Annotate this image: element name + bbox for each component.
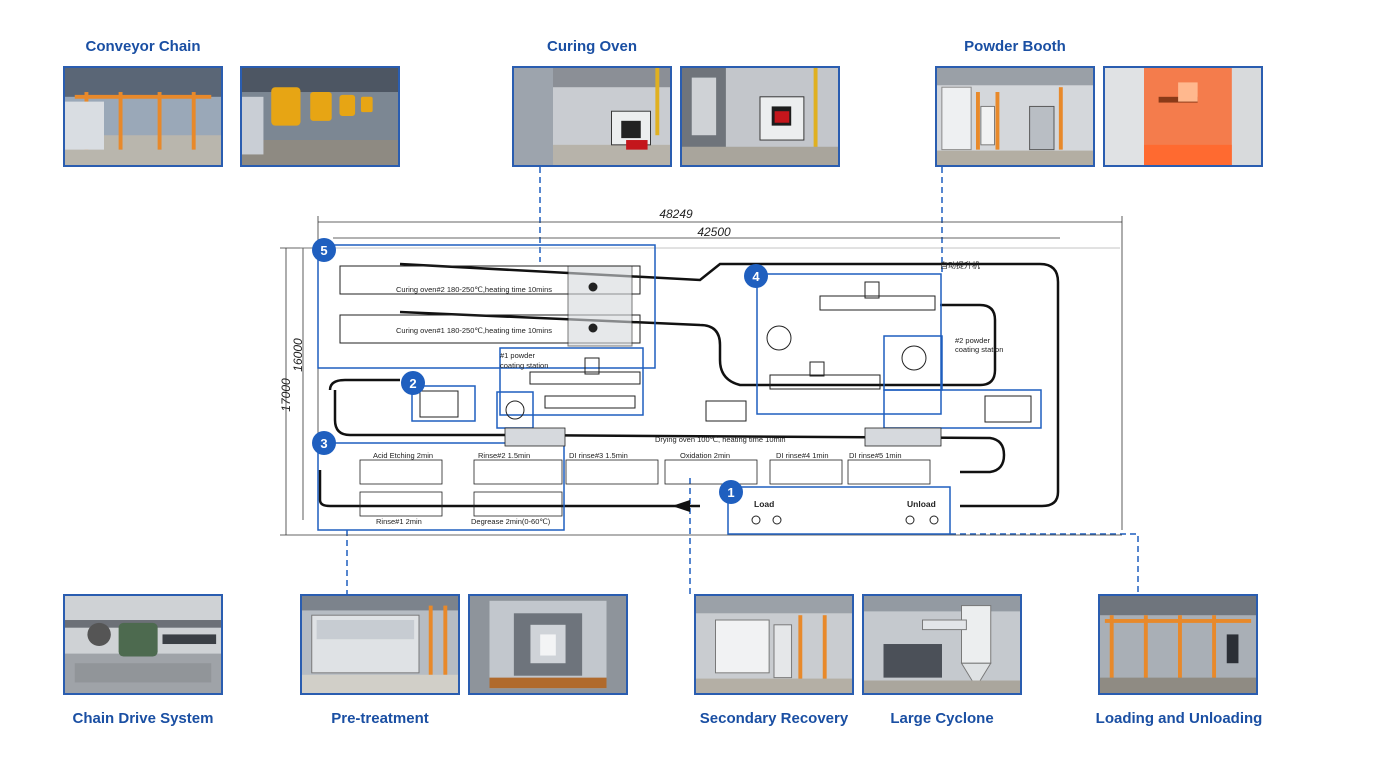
dimension-overall-length: 48249 [659,207,693,221]
drying-oven-label: Drying oven 100℃, heating time 10min [655,435,786,444]
conveyor-chain-photo-1 [63,66,223,167]
section-boxes [317,244,1042,535]
badge-3: 3 [312,431,336,455]
flow-arrow [672,500,690,512]
conveyor-chain-photo-2 [240,66,400,167]
curing-ovens [339,265,641,347]
dimension-inner-height: 16000 [291,338,305,372]
svg-text:4: 4 [752,269,760,284]
powder-station-1-label-line2: coating station [500,361,548,370]
rinse-1-label: Rinse#1 2min [376,517,422,526]
badge-4: 4 [744,264,768,288]
badge-2: 2 [401,371,425,395]
caption-conveyor-chain: Conveyor Chain [85,38,201,55]
curing-oven-2-label: Curing oven#2 180-250℃,heating time 10mi… [396,285,552,294]
curing-oven-1-label: Curing oven#1 180-250℃,heating time 10mi… [396,326,552,335]
load-unload-hangers [751,515,939,525]
dimension-inner-length: 42500 [697,225,731,239]
lift-note: 自动提升机 [940,260,980,270]
caption-chain-drive-system: Chain Drive System [72,710,214,727]
caption-large-cyclone: Large Cyclone [890,710,994,727]
unload-label: Unload [907,499,936,509]
svg-text:2: 2 [409,376,416,391]
dimension-lines [280,216,1123,536]
svg-text:3: 3 [320,436,327,451]
svg-text:1: 1 [727,485,734,500]
oxidation-label: Oxidation 2min [680,451,730,460]
pre-treatment-photo-2 [468,594,628,695]
di-rinse-4-label: DI rinse#4 1min [776,451,829,460]
caption-loading-and-unloading: Loading and Unloading [1095,710,1263,727]
conveyor-chain-path [318,262,1060,508]
badge-5: 5 [312,238,336,262]
caption-secondary-recovery: Secondary Recovery [699,710,849,727]
powder-booth-photo-1 [935,66,1095,167]
load-label: Load [754,499,774,509]
caption-curing-oven: Curing Oven [546,38,638,55]
photo-connectors [346,167,1139,594]
dimension-overall-height: 17000 [279,378,293,412]
drying-oven-grate-left [504,427,566,447]
chain-drive-photo [63,594,223,695]
svg-text:5: 5 [320,243,327,258]
powder-booth-photo-2 [1103,66,1263,167]
di-rinse-5-label: DI rinse#5 1min [849,451,902,460]
acid-etching-label: Acid Etching 2min [373,451,433,460]
curing-oven-photo-2 [680,66,840,167]
pre-treatment-photo-1 [300,594,460,695]
powder-station-1-label-line1: #1 powder [500,351,536,360]
large-cyclone-photo [862,594,1022,695]
powder-station-1-equipment [419,357,641,420]
degrease-label: Degrease 2min(0-60℃) [471,517,551,526]
drying-oven-grate-right [864,427,942,447]
caption-powder-booth: Powder Booth [964,38,1066,55]
badge-1: 1 [719,480,743,504]
powder-station-2-label-line1: #2 powder [955,336,991,345]
curing-oven-photo-1 [512,66,672,167]
di-rinse-3-label: DI rinse#3 1.5min [569,451,628,460]
secondary-recovery-photo [694,594,854,695]
pretreatment-tanks [359,459,931,517]
loading-unloading-photo [1098,594,1258,695]
rinse-2-label: Rinse#2 1.5min [478,451,530,460]
powder-station-2-label-line2: coating station [955,345,1003,354]
caption-pre-treatment: Pre-treatment [331,710,429,727]
powder-station-2-equipment [705,281,1032,423]
